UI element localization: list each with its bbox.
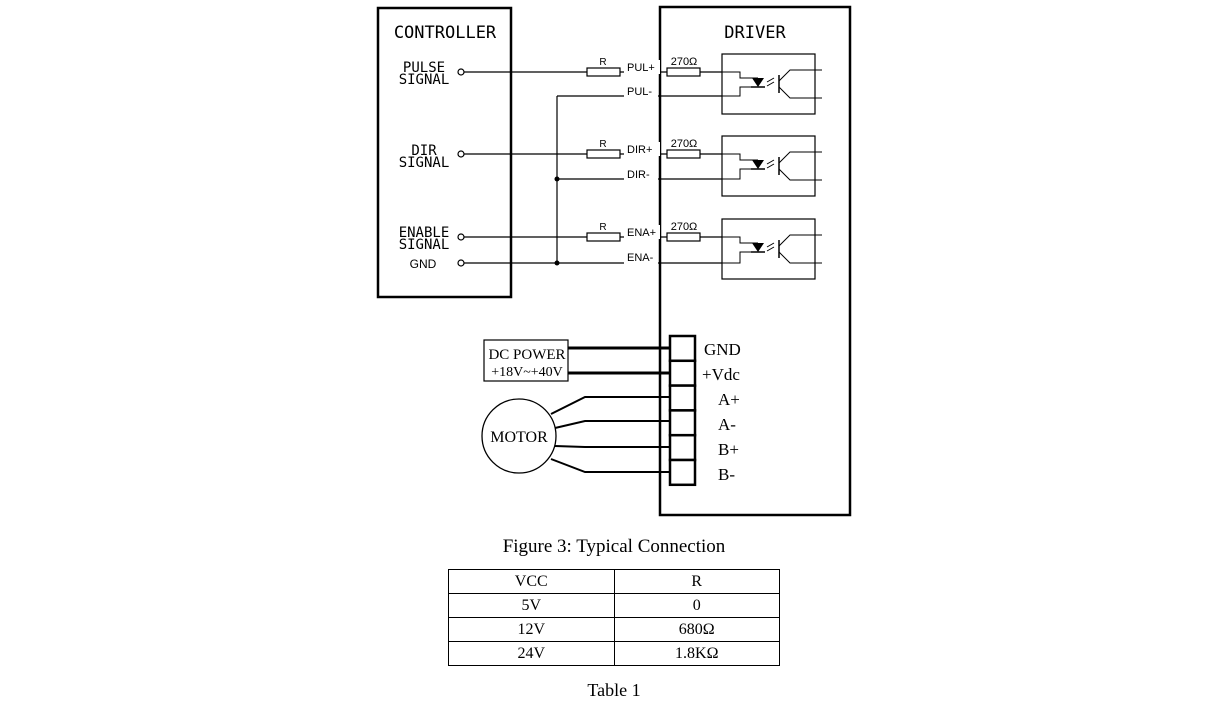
table-header: VCC (448, 569, 615, 594)
ena-minus-label: ENA- (627, 252, 654, 264)
dc-power-box (483, 339, 569, 382)
terminal-block (668, 334, 697, 487)
resistor-value: 270Ω (671, 221, 698, 233)
dir-label-1: DIR (411, 143, 437, 159)
terminal-label-a-plus: A+ (718, 390, 740, 409)
terminal-cell (668, 334, 697, 363)
terminal-cell (668, 409, 697, 437)
optocoupler (721, 218, 822, 280)
terminal-cell (668, 384, 697, 412)
controller-title: CONTROLLER (394, 23, 497, 43)
resistor-value: 270Ω (671, 56, 698, 68)
dir-label-2: SIGNAL (399, 155, 450, 171)
optocouplers (721, 53, 822, 280)
270-ohm-resistor (666, 67, 701, 242)
table-cell: 24V (448, 641, 615, 666)
r-label: R (599, 139, 606, 150)
motor-circle (481, 398, 557, 474)
led-icon (752, 78, 764, 87)
pul-plus-label: PUL+ (627, 62, 655, 74)
enable-terminal (457, 233, 465, 241)
junction-dot (554, 260, 560, 266)
optocoupler (721, 135, 822, 197)
r-label: R (599, 222, 606, 233)
dc-power-label: DC POWER (488, 347, 565, 363)
dir-minus-label: DIR- (627, 169, 650, 181)
table-header: R (613, 569, 780, 594)
driver-title: DRIVER (724, 23, 786, 43)
terminal-cell (668, 433, 697, 462)
pul-minus-label: PUL- (627, 86, 652, 98)
pulse-terminal (457, 68, 465, 76)
ena-plus-label: ENA+ (627, 227, 656, 239)
pulse-label-2: SIGNAL (399, 72, 450, 88)
enable-label-1: ENABLE (399, 225, 450, 241)
wiring-diagram: CONTROLLER PULSE SIGNAL DIR SIGNAL ENABL… (376, 5, 852, 517)
driver-box (658, 5, 852, 517)
terminal-labels: GND +Vdc A+ A- B+ B- (702, 340, 741, 484)
pulse-label-1: PULSE (403, 60, 445, 76)
table-row: 24V 1.8KΩ (448, 641, 780, 666)
optocoupler (721, 53, 822, 115)
terminal-label-b-plus: B+ (718, 440, 739, 459)
table-cell: 680Ω (613, 617, 780, 642)
terminal-label-vdc: +Vdc (702, 365, 740, 384)
led-icon (752, 243, 764, 252)
enable-label-2: SIGNAL (399, 237, 450, 253)
motor-label: MOTOR (490, 429, 548, 446)
resistor-value: 270Ω (671, 138, 698, 150)
dir-terminal (457, 150, 465, 158)
gnd-terminal (457, 259, 465, 267)
r-resistor (586, 67, 621, 242)
r-label: R (599, 57, 606, 68)
table-cell: 1.8KΩ (613, 641, 780, 666)
table-header-row: VCC R (448, 569, 780, 594)
terminal-cell (668, 359, 697, 387)
table-cell: 5V (448, 593, 615, 618)
terminal-label-b-minus: B- (718, 465, 735, 484)
controller-box (376, 6, 513, 299)
table-caption: Table 1 (587, 680, 641, 700)
motor-wires (550, 396, 670, 473)
table-cell: 0 (613, 593, 780, 618)
table-cell: 12V (448, 617, 615, 642)
table-row: 12V 680Ω (448, 617, 780, 642)
terminal-label-a-minus: A- (718, 415, 736, 434)
table-row: 5V 0 (448, 593, 780, 618)
terminal-label-gnd: GND (704, 340, 741, 359)
dir-plus-label: DIR+ (627, 144, 652, 156)
terminal-cell (668, 458, 697, 487)
led-icon (752, 160, 764, 169)
junction-dot (554, 176, 560, 182)
figure-caption: Figure 3: Typical Connection (502, 536, 726, 557)
dc-power-voltage: +18V~+40V (491, 365, 563, 380)
resistor-table: VCC R 5V 0 12V 680Ω 24V 1.8KΩ (448, 569, 780, 666)
gnd-label: GND (410, 257, 437, 271)
